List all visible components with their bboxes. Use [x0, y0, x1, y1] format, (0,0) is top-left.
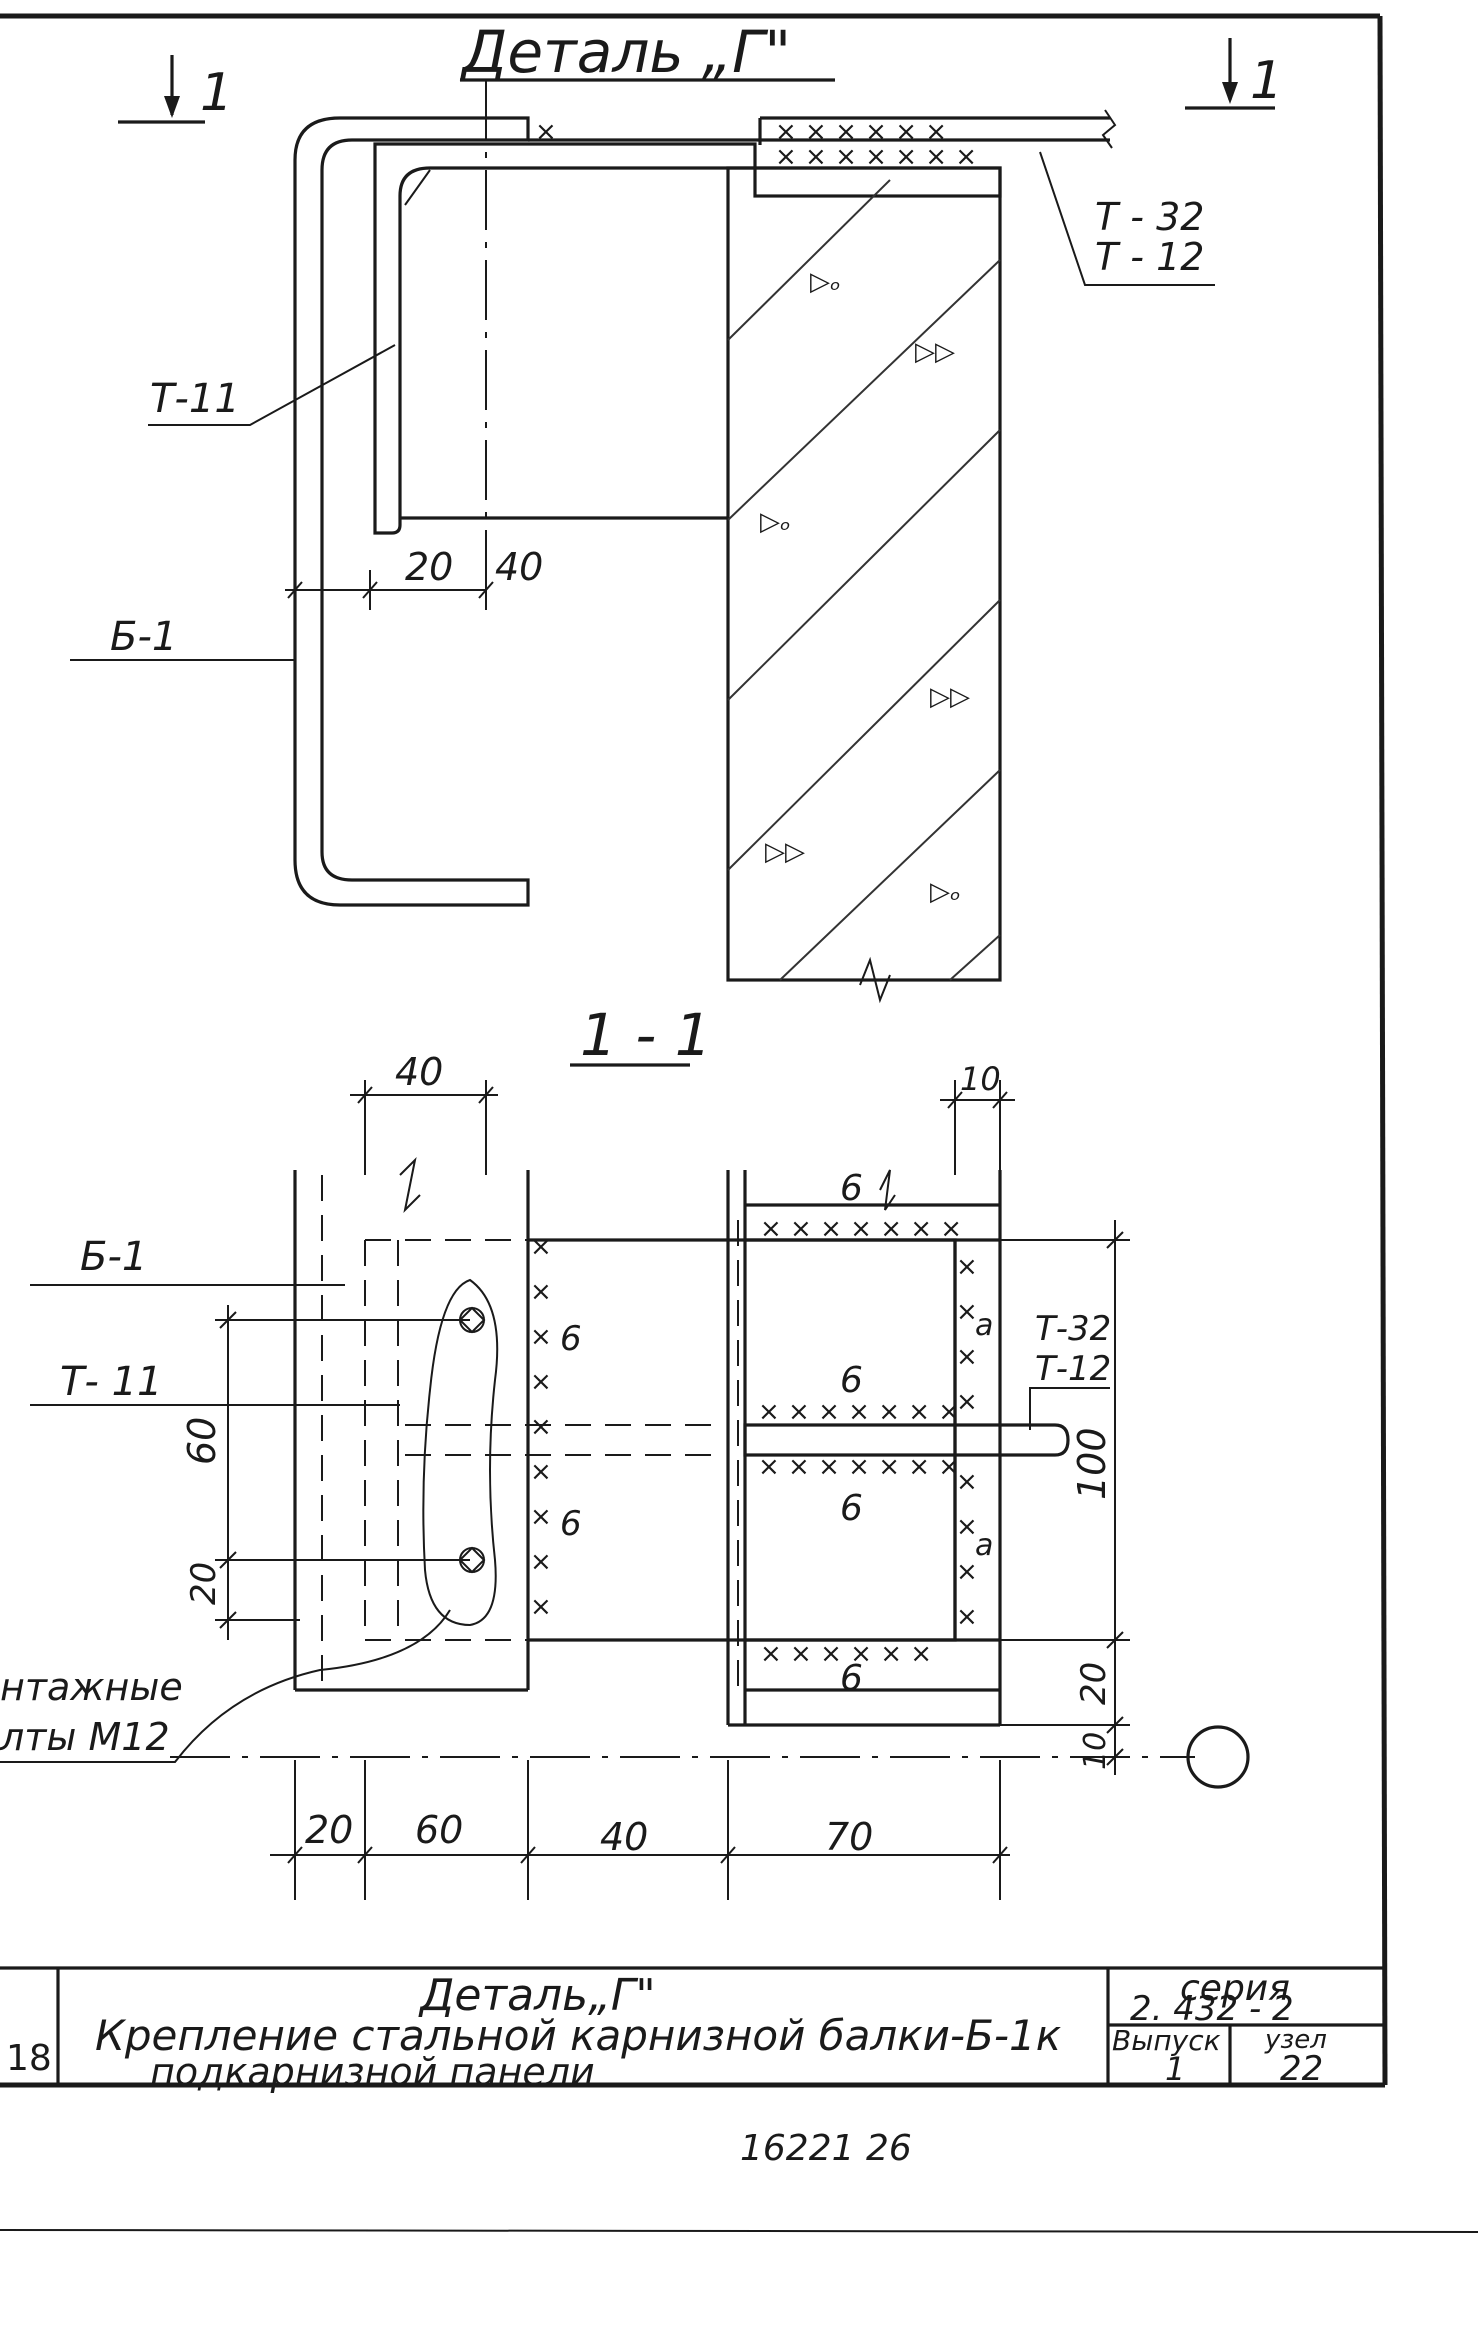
svg-text:20: 20 — [405, 545, 453, 589]
svg-text:▷▷: ▷▷ — [765, 837, 805, 867]
sheet-frame — [0, 13, 1478, 2233]
svg-text:×: × — [530, 1277, 552, 1307]
svg-text:▷ₒ: ▷ₒ — [810, 267, 841, 297]
section-marker-right: 1 — [1185, 38, 1283, 111]
svg-text:×: × — [530, 1232, 552, 1262]
svg-text:▷ₒ: ▷ₒ — [930, 877, 961, 907]
dim-top-10: 10 — [940, 1060, 1015, 1175]
section-marker-left: 1 — [118, 55, 233, 124]
svg-text:40: 40 — [495, 545, 543, 589]
sheet-number: 16221 26 — [740, 2128, 912, 2169]
channel-b1-section — [293, 1156, 530, 1692]
issue-label: Выпуск — [1112, 2024, 1221, 2057]
dim-bottom: 20 60 40 70 — [270, 1760, 1010, 1900]
svg-text:× × × × × × ×: × × × × × × × — [760, 1214, 962, 1244]
bolts-label-line2: лты М12 — [0, 1715, 170, 1759]
section-label-t11: Т- 11 — [60, 1359, 162, 1405]
svg-text:6: 6 — [560, 1319, 582, 1359]
left-fragment: 18 — [6, 2038, 52, 2079]
svg-text:×: × — [530, 1322, 552, 1352]
section-label-b1: Б-1 — [80, 1234, 147, 1280]
svg-text:×: × — [530, 1457, 552, 1487]
channel-b1 — [293, 116, 530, 907]
label-t11: Т-11 — [150, 376, 240, 422]
dim-left-vertical: 60 20 — [180, 1305, 470, 1640]
svg-text:10: 10 — [960, 1060, 1001, 1098]
axis-circle — [1186, 1725, 1250, 1789]
svg-text:× × × × × ×: × × × × × × — [775, 117, 947, 147]
svg-text:×: × — [530, 1502, 552, 1532]
svg-text:×: × — [956, 1297, 978, 1327]
svg-text:×: × — [956, 1252, 978, 1282]
svg-text:×: × — [956, 1602, 978, 1632]
svg-text:×: × — [956, 1557, 978, 1587]
svg-text:×: × — [530, 1547, 552, 1577]
concrete-panel: ▷ₒ ▷▷ ▷ₒ ▷▷ ▷▷ ▷ₒ — [726, 166, 1002, 1004]
svg-text:6: 6 — [840, 1488, 863, 1529]
svg-text:×: × — [956, 1387, 978, 1417]
svg-text:6: 6 — [840, 1658, 863, 1699]
detail-g-view: Деталь „Г" 1 1 × × × × × × × × × × — [70, 18, 1283, 1004]
section-1-1-view: 1 - 1 × × × × × — [0, 1001, 1250, 1900]
svg-text:70: 70 — [825, 1815, 873, 1859]
svg-text:100: 100 — [1070, 1427, 1114, 1500]
svg-text:×: × — [535, 117, 557, 147]
title-line2: Крепление стальной карнизной балки-Б-1к — [95, 2011, 1062, 2060]
bolt-outline — [422, 1278, 499, 1627]
svg-text:1: 1 — [200, 63, 233, 123]
svg-text:× × × × × × ×: × × × × × × × — [758, 1397, 960, 1427]
detail-title: Деталь „Г" — [459, 18, 791, 86]
dim-right-vertical: 100 20 10 — [1000, 1220, 1130, 1775]
series-label: серия — [1180, 1968, 1290, 2009]
svg-text:60: 60 — [415, 1808, 463, 1852]
series-value: 2. 432 - 2 — [1130, 1989, 1294, 2029]
svg-text:10: 10 — [1078, 1732, 1113, 1770]
svg-text:6: 6 — [840, 1168, 863, 1209]
label-b1: Б-1 — [110, 614, 177, 660]
issue-value: 1 — [1165, 2050, 1185, 2088]
title-line3: подкарнизной панели — [150, 2050, 595, 2094]
svg-text:6: 6 — [560, 1504, 582, 1544]
angle-t11 — [373, 142, 757, 535]
rod-t32 — [743, 1423, 1070, 1457]
svg-text:×: × — [956, 1342, 978, 1372]
svg-text:▷▷: ▷▷ — [915, 337, 955, 367]
svg-text:×: × — [530, 1412, 552, 1442]
svg-text:a: a — [975, 1308, 993, 1343]
title-block: Деталь„Г" Крепление стальной карнизной б… — [6, 1968, 1327, 2169]
svg-text:▷▷: ▷▷ — [930, 682, 970, 712]
bolts-label-line1: нтажные — [0, 1665, 183, 1709]
svg-text:40: 40 — [600, 1815, 648, 1859]
node-value: 22 — [1280, 2049, 1323, 2089]
title-line1: Деталь„Г" — [418, 1970, 656, 2021]
svg-text:20: 20 — [1074, 1662, 1114, 1705]
label-t32: Т - 32 — [1095, 195, 1204, 239]
dim-20-40: 20 40 — [285, 545, 543, 610]
svg-text:a: a — [975, 1528, 993, 1563]
section-title: 1 - 1 — [580, 1001, 712, 1069]
svg-text:1: 1 — [1250, 51, 1283, 111]
svg-text:×: × — [956, 1467, 978, 1497]
svg-text:6: 6 — [840, 1360, 863, 1401]
node-label: узел — [1264, 2025, 1327, 2055]
svg-text:×: × — [530, 1367, 552, 1397]
dim-top-40: 40 — [350, 1050, 498, 1175]
svg-text:▷ₒ: ▷ₒ — [760, 507, 791, 537]
svg-text:20: 20 — [184, 1562, 224, 1605]
svg-text:× × × × × ×: × × × × × × — [760, 1639, 932, 1669]
label-t12: Т - 12 — [1095, 235, 1204, 279]
svg-text:×: × — [530, 1592, 552, 1622]
svg-text:40: 40 — [395, 1050, 443, 1094]
svg-text:×: × — [956, 1512, 978, 1542]
section-label-t32: Т-32 — [1035, 1309, 1111, 1349]
section-label-t12: Т-12 — [1035, 1349, 1111, 1389]
svg-text:60: 60 — [180, 1417, 224, 1465]
svg-text:× × × × × × ×: × × × × × × × — [758, 1452, 960, 1482]
svg-text:20: 20 — [305, 1808, 353, 1852]
